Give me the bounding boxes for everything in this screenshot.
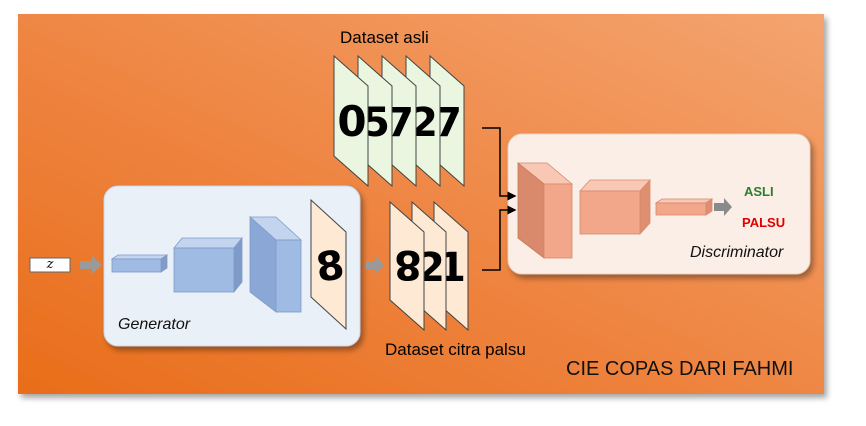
discriminator-label: Discriminator: [690, 244, 784, 261]
generator-block-2: [173, 236, 243, 294]
connector-real-to-discriminator: [482, 127, 517, 201]
arrow-discriminator-to-output: [714, 198, 732, 216]
fake-image-1: 8: [389, 200, 425, 332]
generator-label: Generator: [118, 316, 191, 333]
noise-input-box: [29, 257, 71, 273]
connector-fake-to-discriminator: [482, 205, 517, 271]
fake-digit-1: 8: [394, 241, 422, 287]
output-real-label: ASLI: [744, 184, 774, 199]
real-digit-1: 0: [337, 97, 366, 146]
real-image-1: 0: [333, 54, 369, 188]
generated-image: 8: [310, 198, 347, 331]
discriminator-block-3: [654, 198, 714, 216]
discriminator-block-2: [579, 178, 651, 236]
arrow-z-to-generator: [80, 256, 102, 274]
arrow-generator-to-fake: [366, 256, 384, 274]
generated-digit: 8: [313, 242, 347, 291]
generator-block-1: [110, 254, 169, 273]
generator-block-3: [248, 216, 303, 313]
watermark-text: CIE COPAS DARI FAHMI: [566, 358, 794, 380]
fake-dataset-label: Dataset citra palsu: [385, 340, 526, 359]
real-dataset-label: Dataset asli: [340, 28, 429, 47]
noise-input-label: z: [46, 257, 54, 272]
output-fake-label: PALSU: [742, 215, 786, 230]
discriminator-block-1: [516, 162, 574, 259]
